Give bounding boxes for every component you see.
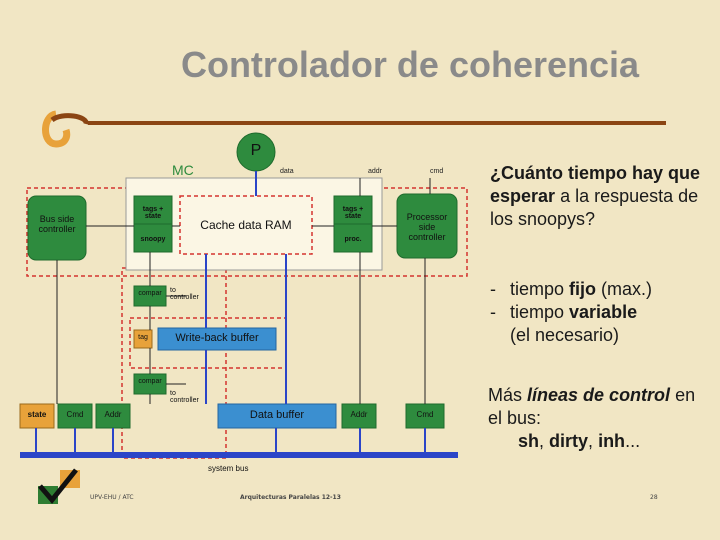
- mc-label: MC: [172, 162, 194, 178]
- addr-bottom-label: Addr: [104, 410, 122, 419]
- list-item: - tiempo variable(el necesario): [490, 302, 638, 345]
- p-label: P: [250, 142, 262, 159]
- bus-side-controller-label: Bus side controller: [38, 214, 76, 234]
- to-controller-label-2: to controller: [170, 390, 199, 404]
- cmd-label: cmd: [430, 168, 444, 175]
- footer-center: Arquitecturas Paralelas 12-13: [240, 494, 341, 501]
- tag-box: [133, 329, 153, 349]
- more-lines-text: Más líneas de control en el bus: sh, dir…: [488, 384, 708, 453]
- cmd-bottom-right-label: Cmd: [416, 410, 434, 419]
- page-number: 28: [650, 494, 658, 501]
- write-back-buffer-box: [157, 327, 277, 351]
- question-bold: ¿Cuánto tiempo hay que esperar: [490, 163, 701, 206]
- tags-state-left-label: tags + state: [142, 206, 164, 220]
- write-back-buffer-label: Write-back buffer: [175, 332, 259, 344]
- addr-box-right: [341, 403, 377, 429]
- processor-side-controller-label: Processor side controller: [406, 212, 448, 242]
- tags-state-right-label: tags + state: [342, 206, 364, 220]
- snoopy-label: snoopy: [140, 236, 166, 243]
- data-label: data: [280, 168, 294, 175]
- proc-label: proc.: [344, 236, 362, 243]
- compar-label-1: compar: [138, 290, 162, 297]
- footer-left: UPV-EHU / ATC: [90, 494, 134, 501]
- cache-data-ram-label: Cache data RAM: [200, 218, 292, 232]
- cmd-box-right: [405, 403, 445, 429]
- answer-list: - tiempo fijo (max.) - tiempo variable(e…: [490, 278, 710, 347]
- signal-list: sh, dirty, inh...: [518, 431, 641, 451]
- checkmark-icon: [38, 468, 80, 504]
- addr-box: [95, 403, 131, 429]
- cache-data-ram-box: [179, 195, 313, 255]
- to-controller-label-1: to controller: [170, 287, 199, 301]
- tag-label: tag: [138, 334, 148, 341]
- question-text: ¿Cuánto tiempo hay que esperar a la resp…: [490, 162, 700, 231]
- system-bus-line: [20, 452, 458, 458]
- compar-label-2: compar: [138, 378, 162, 385]
- cmd-bottom-label: Cmd: [66, 410, 84, 419]
- slide-title: Controlador de coherencia: [180, 44, 640, 85]
- system-bus-label: system bus: [208, 464, 249, 473]
- list-item: - tiempo fijo (max.): [490, 279, 653, 299]
- question-rest: a la respuesta de los snoopys?: [490, 186, 699, 229]
- state-box: [19, 403, 55, 429]
- title-rule: [88, 121, 666, 125]
- logo-icon: [42, 110, 89, 148]
- wb-region-outline: [129, 317, 287, 369]
- addr-label: addr: [368, 168, 383, 175]
- state-label: state: [27, 410, 47, 419]
- addr-bottom-right-label: Addr: [350, 410, 368, 419]
- data-buffer-label: Data buffer: [249, 409, 305, 421]
- cmd-box: [57, 403, 93, 429]
- data-buffer-box: [217, 403, 337, 429]
